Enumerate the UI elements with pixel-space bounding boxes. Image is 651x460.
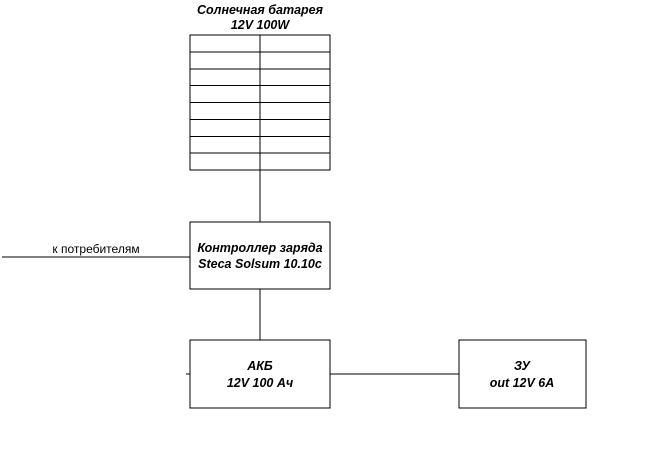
charge-controller-title: Контроллер заряда <box>197 241 322 255</box>
charger-title: ЗУ <box>514 359 532 373</box>
charge-controller-box <box>189 221 331 290</box>
battery-title: АКБ <box>246 359 273 373</box>
solar-panel-spec: 12V 100W <box>231 18 291 32</box>
solar-cell <box>259 118 331 137</box>
charger-box <box>458 339 587 409</box>
solar-cell <box>259 85 331 103</box>
solar-cell <box>259 102 331 120</box>
solar-cell <box>189 152 261 171</box>
consumers-label: к потребителям <box>52 242 139 256</box>
solar-cell <box>189 34 261 53</box>
battery-spec: 12V 100 Ач <box>227 376 294 390</box>
solar-cell <box>189 51 261 70</box>
solar-cell <box>259 152 331 171</box>
solar-cell <box>259 34 331 53</box>
solar-panel-title: Солнечная батарея <box>197 3 324 17</box>
solar-panel-grid <box>189 34 331 171</box>
solar-cell <box>259 51 331 70</box>
solar-cell <box>189 135 261 154</box>
solar-cell <box>259 68 331 87</box>
charger-spec: out 12V 6A <box>490 376 555 390</box>
battery-box <box>189 339 331 409</box>
solar-cell <box>259 135 331 154</box>
solar-cell <box>189 68 261 87</box>
solar-cell <box>189 85 261 103</box>
solar-cell <box>189 118 261 137</box>
charge-controller-model: Steca Solsum 10.10c <box>198 257 322 271</box>
solar-cell <box>189 102 261 120</box>
